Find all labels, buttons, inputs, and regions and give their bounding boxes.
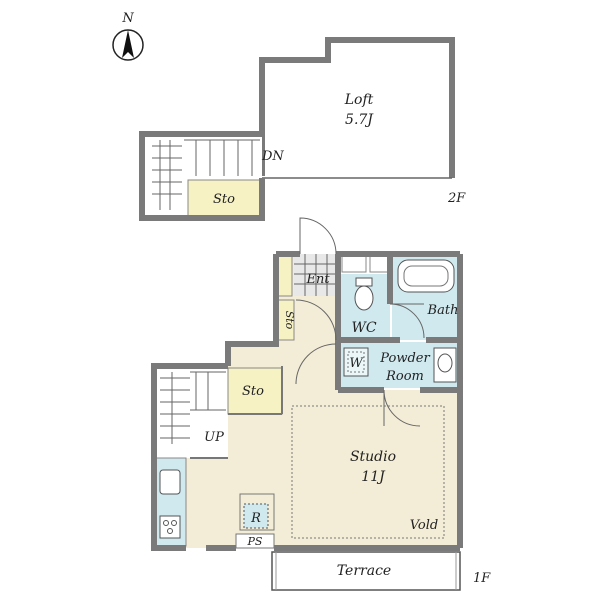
storage-small-label: Sto: [283, 311, 296, 330]
compass-arrow-icon: [122, 30, 134, 58]
bathtub-inner: [403, 265, 449, 287]
entry-label: Ent: [305, 272, 330, 287]
bathtub-icon: [397, 259, 455, 293]
studio-size: 11J: [361, 469, 386, 485]
floor-1f: Ent Sto WC Bath W Powder Room Sto UP Stu…: [151, 217, 491, 591]
washer-inner: [347, 351, 365, 373]
studio-door-swing: [295, 343, 337, 385]
storage-1f: [227, 367, 283, 415]
floor-2f: Loft 5.7J DN Sto 2F: [139, 37, 466, 221]
terrace-label: Terrace: [337, 563, 391, 579]
bath-label: Bath: [427, 303, 459, 318]
shoe-cabinet: [277, 255, 293, 297]
loft-size: 5.7J: [345, 112, 374, 128]
toilet-tank-icon: [355, 277, 373, 287]
compass-north-label: N: [121, 11, 134, 26]
hall-door-swing: [295, 299, 337, 341]
ps-label: PS: [247, 535, 263, 548]
fridge-box: [243, 503, 269, 529]
wc-shelf-2: [369, 255, 389, 273]
stove-icon: [159, 515, 181, 539]
storage-2f-wall: [184, 178, 265, 221]
powder-door-swing: [383, 389, 421, 427]
burner-2-icon: [171, 520, 177, 526]
floor-2f-label: 2F: [447, 191, 466, 206]
stairs-up-label: UP: [204, 430, 224, 445]
toilet-bowl-icon: [354, 285, 374, 311]
entry-tile-grid: [294, 254, 338, 296]
storage-2f-label: Sto: [213, 192, 235, 207]
entry-door-swing: [299, 217, 337, 255]
burner-1-icon: [163, 520, 169, 526]
kitchen-sink-icon: [159, 469, 181, 495]
loft-name: Loft: [344, 92, 374, 108]
loft-floor: [262, 38, 452, 180]
void-label: Vold: [410, 518, 439, 533]
washer-label: W: [349, 356, 364, 371]
stair-treads-2f: [152, 139, 260, 210]
terrace: [271, 551, 461, 591]
powder-label-1: Powder: [379, 351, 430, 366]
wc-label: WC: [351, 320, 376, 336]
storage-1f-label: Sto: [242, 384, 264, 399]
walls-1f: [151, 251, 463, 551]
stairs-1f-area: [154, 366, 228, 458]
void-outline: [291, 405, 445, 539]
stair-treads-1f: [160, 371, 226, 444]
studio-name: Studio: [350, 449, 396, 465]
stairs-2f-wall: [139, 131, 262, 221]
bath-door-swing: [389, 303, 425, 339]
doors-1f: [295, 217, 425, 427]
pipe-space: [235, 533, 275, 549]
sink-icon: [437, 353, 453, 373]
loft-wall: [259, 37, 455, 178]
floor-1f-label: 1F: [473, 571, 491, 586]
powder-label-2: Room: [385, 369, 424, 384]
stairs-down-label: DN: [261, 149, 284, 164]
fridge-label: R: [250, 511, 261, 526]
burner-3-icon: [167, 528, 173, 534]
compass: N: [112, 11, 144, 61]
wc-shelf-1: [341, 255, 367, 273]
